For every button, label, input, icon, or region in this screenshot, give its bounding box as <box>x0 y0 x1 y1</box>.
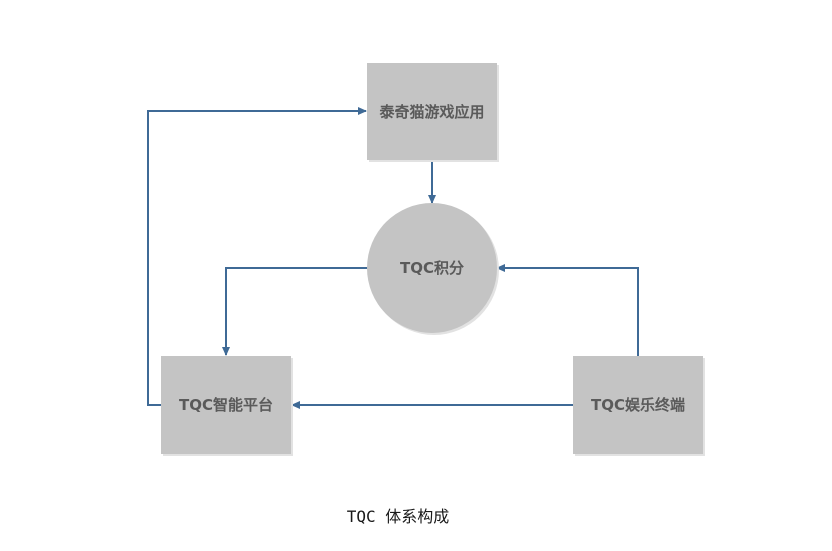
node-game-app-label: 泰奇猫游戏应用 <box>378 103 484 121</box>
node-points: TQC积分 <box>367 203 499 335</box>
node-points-label: TQC积分 <box>400 259 464 277</box>
node-terminal: TQC娱乐终端 <box>573 356 705 456</box>
connector-platform-to-game-app <box>147 107 367 406</box>
node-game-app: 泰奇猫游戏应用 <box>367 63 499 162</box>
node-terminal-label: TQC娱乐终端 <box>591 396 685 414</box>
connector-points-to-platform <box>222 267 368 356</box>
connector-terminal-to-points <box>496 264 639 357</box>
node-platform-label: TQC智能平台 <box>179 396 273 414</box>
node-platform: TQC智能平台 <box>161 356 293 456</box>
diagram-caption: TQC 体系构成 <box>347 507 450 526</box>
